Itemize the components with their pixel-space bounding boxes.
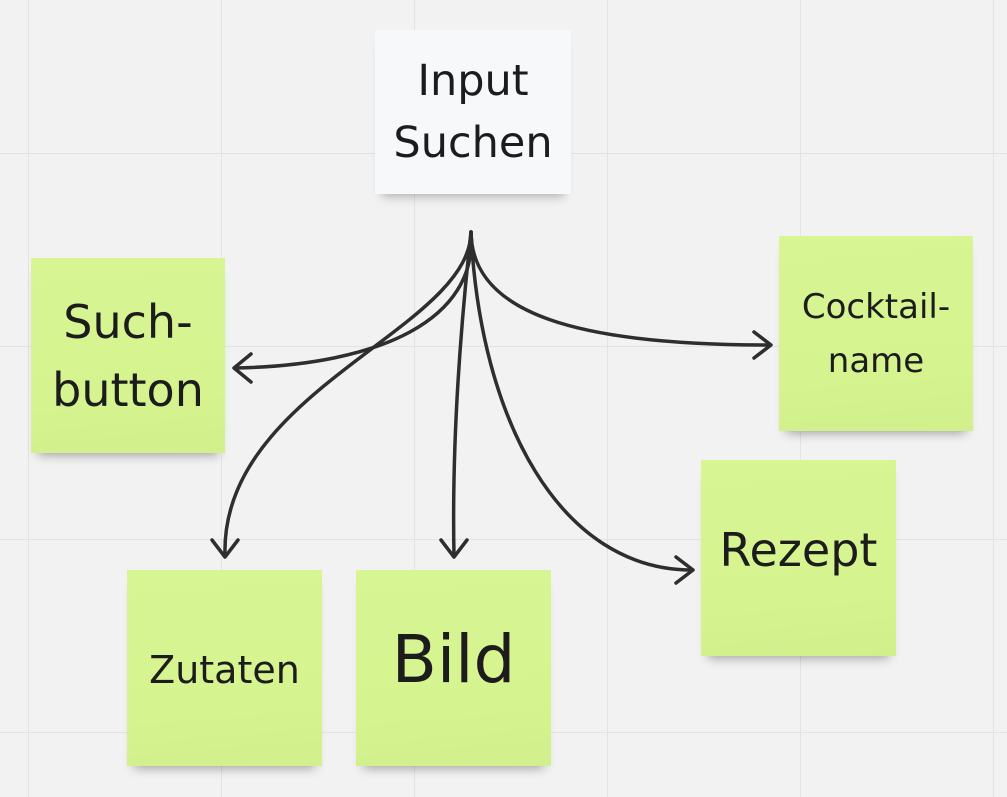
sticky-note-zutaten[interactable]: Zutaten [127,570,322,766]
sticky-note-such-button[interactable]: Such- button [31,258,225,453]
connector-to-rezept [469,230,694,572]
arrowhead-such-button [232,352,253,384]
sticky-note-text: Rezept [719,523,878,577]
sticky-note-bild[interactable]: Bild [356,570,551,766]
arrowhead-cocktailname [752,330,773,360]
connector-to-cocktailname [469,230,772,347]
sticky-note-text: Zutaten [149,648,300,692]
connector-to-such-button [234,230,473,370]
sticky-note-text: Input Suchen [393,56,553,168]
connector-to-zutaten [223,230,473,558]
connector-to-bild [451,230,473,558]
sticky-note-text: Cocktail- name [801,286,951,381]
sticky-note-cocktailname[interactable]: Cocktail- name [779,236,973,431]
arrowhead-zutaten [210,538,240,559]
sticky-note-rezept[interactable]: Rezept [701,460,896,656]
arrowhead-rezept [674,555,695,585]
sticky-note-text: Such- button [52,294,204,417]
arrowhead-bild [439,538,469,559]
sticky-note-input-suchen[interactable]: Input Suchen [375,30,571,194]
sticky-note-text: Bild [391,621,516,698]
